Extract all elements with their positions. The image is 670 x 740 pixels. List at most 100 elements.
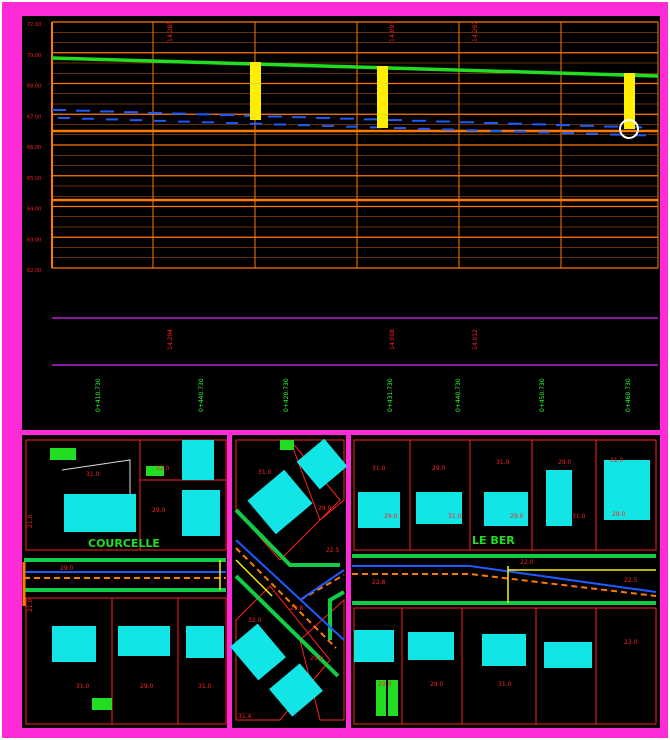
station-label: 0+440.730 (455, 378, 462, 412)
building (354, 630, 394, 662)
lot-label: 29.0 (140, 683, 154, 690)
y-axis-label: 62.00 (27, 268, 41, 274)
building (482, 634, 526, 666)
green-block (50, 448, 76, 460)
design-grade-line (51, 56, 659, 78)
road-edge (234, 508, 340, 567)
plan-center: 31.0 29.0 32.0 29.0 31.4 22.8 22.5 (230, 438, 348, 721)
lot-label: 29.0 (510, 513, 524, 520)
station-labels: 0+410.730 0+440.730 0+420.730 0+431.730 0+44… (95, 378, 632, 412)
road-centerline (352, 565, 657, 593)
road-edge (234, 574, 340, 678)
street-name: LE BER (472, 534, 515, 547)
lot-label: 31.0 (258, 469, 272, 476)
building (64, 494, 136, 532)
lot-label: 29.0 (384, 513, 398, 520)
y-axis-label: 64.00 (27, 207, 41, 213)
road-dashed (299, 574, 345, 601)
station-label: 0+410.730 (95, 378, 102, 412)
building (182, 440, 214, 480)
plan-right: LE BER 31.0 29.0 31.0 29.0 31.0 29.0 31.0 29.0 3… (352, 439, 657, 725)
road-label: 22.5 (624, 577, 638, 584)
green-block (146, 466, 164, 476)
lot-label: 29.0 (430, 681, 444, 688)
lot-label: 29.0 (60, 565, 74, 572)
lot-label: 23.0 (624, 639, 638, 646)
y-axis-label: 68.00 (27, 84, 41, 90)
middle-annotation: 14.012 (472, 329, 479, 350)
lot-label: 31.0 (572, 513, 586, 520)
road-centerline (299, 569, 345, 601)
lot-label: 31.0 (86, 471, 100, 478)
station-label: 0+460.730 (625, 378, 632, 412)
green-block (388, 680, 398, 716)
station-label: 0+420.730 (283, 378, 290, 412)
road-label: 22.0 (520, 559, 534, 566)
green-block (92, 698, 112, 710)
lot-label: 29.0 (310, 655, 324, 662)
lot-label: 29.0 (318, 505, 332, 512)
lot-outline (595, 607, 657, 725)
y-axis-label: 63.00 (27, 237, 41, 243)
y-axis-label: 67.00 (27, 114, 41, 120)
yellow-marker (377, 66, 388, 128)
road-label: 22.5 (326, 547, 340, 554)
building (546, 470, 572, 526)
building (358, 492, 400, 528)
station-label: 0+431.730 (387, 378, 394, 412)
building (247, 469, 313, 535)
lot-label: 31.0 (498, 681, 512, 688)
y-axis-label: 66.00 (27, 145, 41, 151)
road-label: 22.8 (372, 579, 386, 586)
building-group (354, 460, 650, 668)
station-label: 0+450.730 (539, 378, 546, 412)
green-block (376, 680, 386, 716)
lot-label: 31.0 (610, 457, 624, 464)
lot-label: 31.0 (448, 513, 462, 520)
top-annotation: 14.285 (167, 21, 174, 42)
lot-label: 32.0 (156, 465, 170, 472)
building (182, 490, 220, 536)
building (230, 623, 286, 681)
lot-label: 29.0 (378, 681, 392, 688)
road-dashed (235, 547, 337, 649)
side-marker-label: 21.0 (27, 514, 34, 528)
green-block (280, 440, 294, 450)
lot-label: 31.0 (496, 459, 510, 466)
panel-separator (22, 430, 660, 435)
building (296, 438, 348, 490)
panel-separator-vertical (227, 430, 232, 728)
profile-panel: 72.0070.0068.0067.0066.0065.0064.0063.00… (27, 21, 659, 274)
road-centerline (235, 539, 345, 641)
building (416, 492, 462, 524)
lot-outline (289, 439, 345, 521)
top-annotation: 14.093 (389, 21, 396, 42)
road-yellow (235, 559, 273, 597)
lot-label: 32.0 (248, 617, 262, 624)
lot-outline (595, 439, 657, 551)
lot-label: 31.0 (372, 465, 386, 472)
street-name: COURCELLE (88, 537, 160, 550)
end-point-circle (619, 119, 639, 139)
plan-left: 21.0 21.0 COURCELLE 31.0 29.0 32.0 31.0 … (22, 439, 227, 725)
y-axis-label: 70.00 (27, 53, 41, 59)
middle-annotation: 14.008 (389, 329, 396, 350)
lot-label: 31.4 (238, 713, 252, 720)
building (118, 626, 170, 656)
building (484, 492, 528, 526)
top-annotation: 14.297 (472, 21, 479, 42)
y-axis-label: 65.00 (27, 176, 41, 182)
drawing-background (22, 16, 660, 728)
side-marker-label: 21.0 (27, 598, 34, 612)
station-label: 0+440.730 (198, 378, 205, 412)
building (604, 460, 650, 520)
road-dashed (352, 573, 657, 597)
lot-outline (177, 597, 227, 725)
panel-separator-vertical (346, 430, 351, 728)
yellow-marker (624, 73, 635, 129)
profile-y-axis-labels: 72.0070.0068.0067.0066.0065.0064.0063.00… (27, 22, 41, 274)
building (186, 626, 224, 658)
